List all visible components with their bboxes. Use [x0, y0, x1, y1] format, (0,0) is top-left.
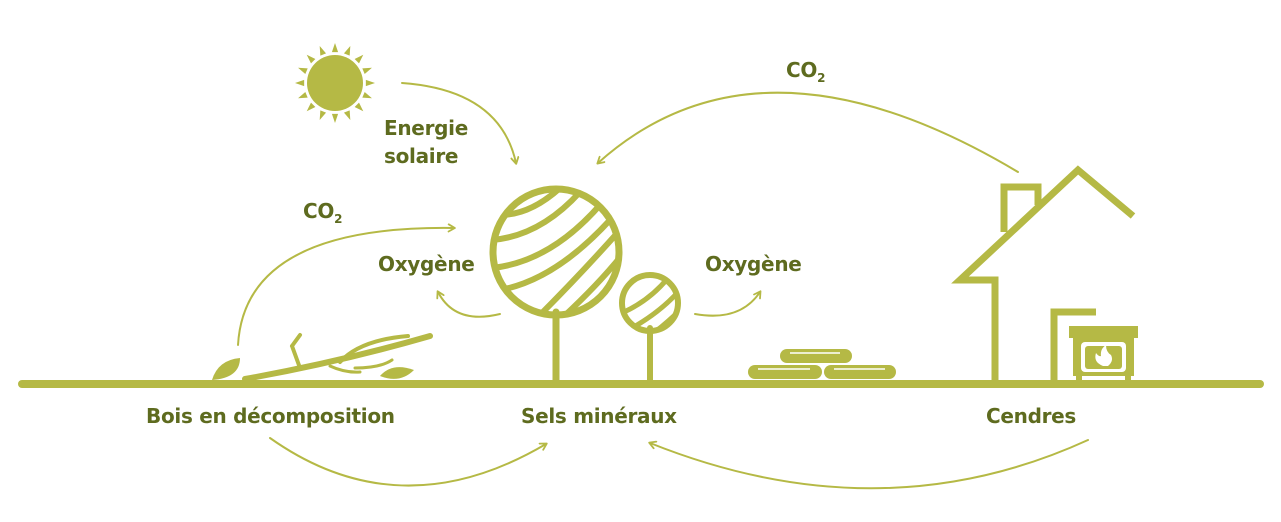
branch-icon	[242, 333, 433, 382]
ashes-label: Cendres	[986, 404, 1077, 428]
sun-ray	[354, 102, 364, 112]
arrow-sun-to-tree	[401, 82, 520, 165]
sun-ray	[298, 91, 308, 99]
sun-ray	[306, 54, 316, 64]
sun-ray	[331, 113, 339, 123]
arrow-wood-to-minerals	[269, 437, 548, 487]
arrow-co2-wood-to-tree	[237, 223, 456, 346]
sun-ray	[298, 67, 308, 75]
decomposing-wood-label: Bois en décomposition	[146, 404, 395, 428]
sun-ray	[343, 110, 351, 120]
energy-label-line2: solaire	[384, 144, 459, 168]
sun-ray	[319, 46, 327, 56]
tree-icon	[489, 185, 623, 386]
oxygen-label-left: Oxygène	[378, 252, 475, 276]
co2-top-sub: 2	[817, 71, 826, 85]
co2-left-sub: 2	[334, 212, 343, 226]
co2-label-left: CO2	[303, 199, 343, 226]
sun-ray	[306, 102, 316, 112]
house-icon	[951, 165, 1136, 382]
oxygen-label-right: Oxygène	[705, 252, 802, 276]
co2-top-main: CO	[786, 58, 818, 82]
arrow-co2-house-to-tree	[596, 91, 1019, 173]
sun-ray	[362, 91, 372, 99]
arrow-oxygen-left	[436, 290, 501, 318]
sun-ray	[319, 110, 327, 120]
small-tree-icon	[619, 272, 681, 385]
co2-label-top: CO2	[786, 58, 826, 85]
mineral-salts-label: Sels minéraux	[521, 404, 677, 428]
sun-icon	[295, 43, 375, 123]
flame-icon	[1095, 345, 1112, 366]
sun-ray	[362, 67, 372, 75]
log-pile-icon	[748, 349, 896, 379]
co2-left-main: CO	[303, 199, 335, 223]
energy-label: Energie solaire	[384, 114, 468, 170]
arrow-oxygen-right	[694, 290, 762, 317]
sun-ray	[343, 46, 351, 56]
sun-ray	[295, 79, 305, 87]
leaf-icon	[212, 358, 414, 380]
energy-label-line1: Energie	[384, 116, 468, 140]
arrow-ashes-to-minerals	[648, 439, 1089, 490]
sun-ray	[331, 43, 339, 53]
sun-ray	[354, 54, 364, 64]
sun-ray	[365, 79, 375, 87]
